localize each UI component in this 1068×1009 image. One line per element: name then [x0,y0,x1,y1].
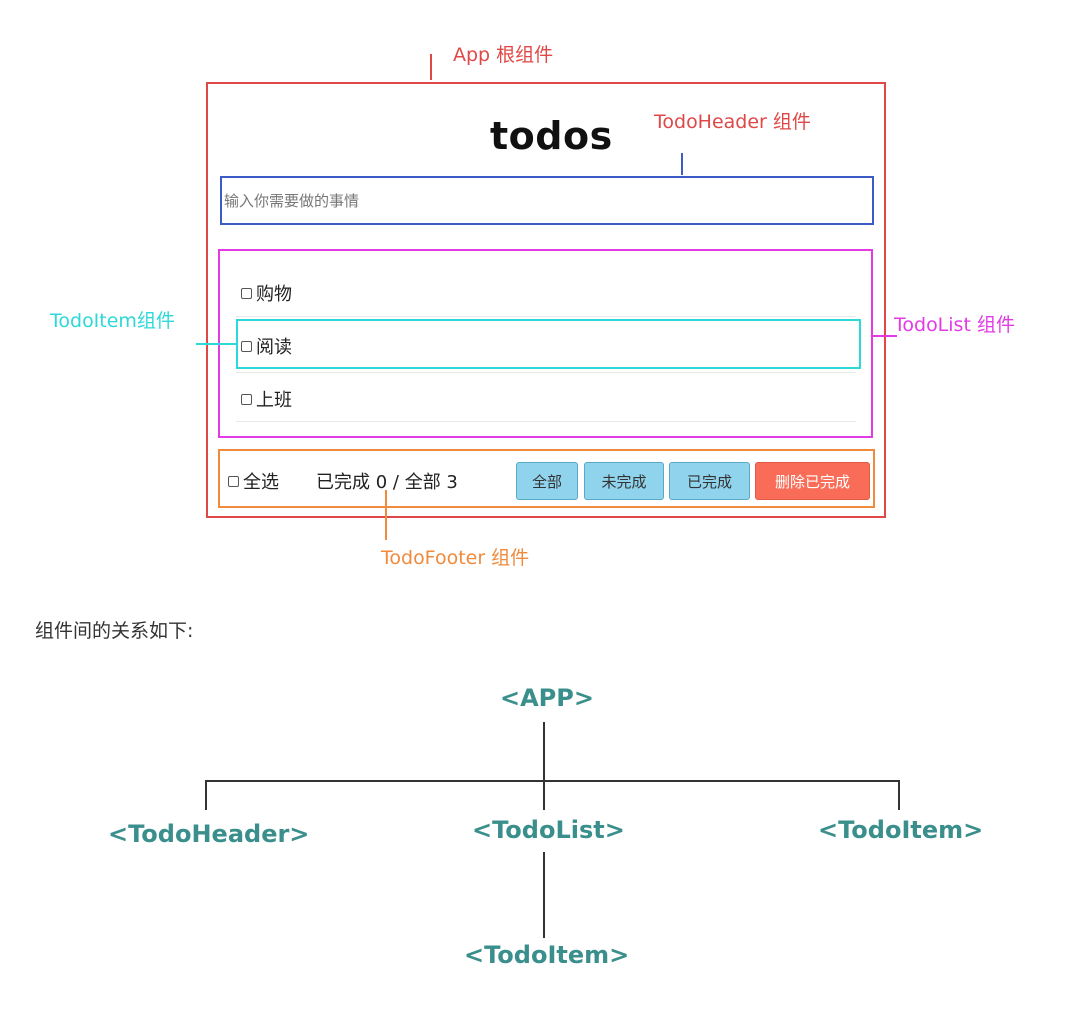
todo-item-label: 购物 [256,284,292,305]
footer-annotation-tick [385,490,387,540]
tree-connector [543,722,545,780]
clear-completed-button[interactable]: 删除已完成 [755,462,870,500]
todo-checkbox[interactable] [241,340,252,352]
todo-item-component-box [236,319,861,369]
item-annotation-label: TodoItem组件 [50,310,175,332]
todo-item[interactable]: 阅读 [241,333,292,359]
todo-checkbox[interactable] [241,287,252,299]
done-count: 0 [375,472,388,493]
tree-connector [205,780,900,782]
header-annotation-label: TodoHeader 组件 [654,111,811,133]
tree-node-app: <APP> [500,684,594,712]
todo-item-label: 阅读 [256,337,292,358]
tree-node-todo-item-child: <TodoItem> [464,941,630,969]
todo-header-component-box[interactable] [220,176,874,225]
filter-active-button[interactable]: 未完成 [584,462,664,500]
todo-item[interactable]: 上班 [241,386,292,412]
app-annotation-tick [430,54,432,80]
select-all-checkbox[interactable] [228,475,239,487]
tree-connector [543,852,545,938]
tree-connector [898,780,900,810]
todo-item-divider [236,372,856,373]
tree-node-todo-header: <TodoHeader> [108,820,310,848]
filter-all-button[interactable]: 全部 [516,462,578,500]
tree-node-todo-item: <TodoItem> [818,816,984,844]
footer-annotation-label: TodoFooter 组件 [381,547,530,569]
todo-input-placeholder: 输入你需要做的事情 [224,192,360,210]
completion-counter: 已完成 0 / 全部 3 [316,468,458,494]
header-annotation-tick [681,153,683,175]
filter-completed-button[interactable]: 已完成 [669,462,750,500]
todo-item-label: 上班 [256,390,292,411]
select-all-label: 全选 [243,472,279,493]
list-annotation-tick [873,335,897,337]
select-all-toggle[interactable]: 全选 [228,468,279,494]
app-root-component-box [206,82,886,518]
todo-checkbox[interactable] [241,393,252,405]
todo-item-divider [236,316,856,317]
item-annotation-tick [196,343,236,345]
total-prefix: / 全部 [387,472,447,493]
app-annotation-label: App 根组件 [453,44,554,66]
done-prefix: 已完成 [316,472,376,493]
tree-connector [543,780,545,810]
tree-connector [205,780,207,810]
tree-node-todo-list: <TodoList> [472,816,625,844]
total-count: 3 [446,472,458,493]
todo-footer-component-box [218,449,875,508]
page-title: todos [490,114,613,158]
list-annotation-label: TodoList 组件 [894,314,1015,336]
todo-item-divider [236,421,856,422]
relationship-description: 组件间的关系如下: [35,620,194,642]
todo-item[interactable]: 购物 [241,280,292,306]
